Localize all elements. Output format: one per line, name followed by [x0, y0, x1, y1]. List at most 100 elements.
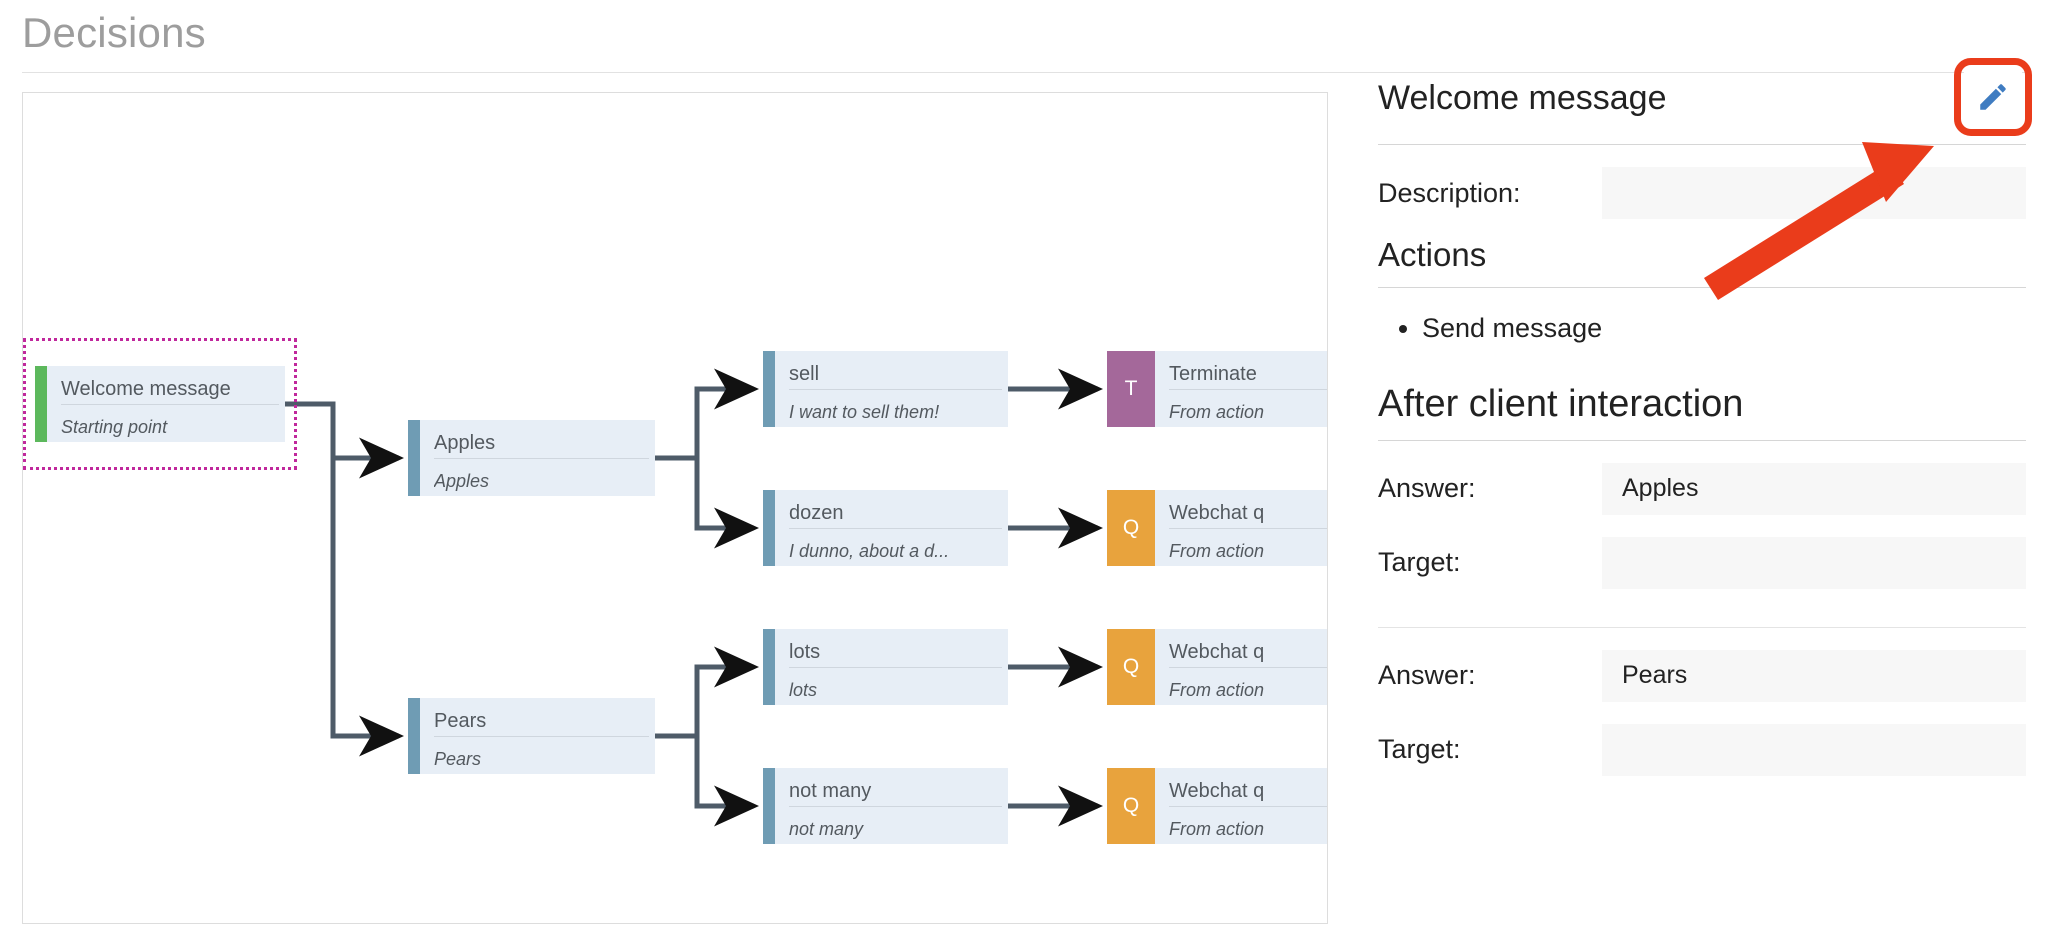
node-separator-pears [434, 736, 649, 737]
node-title-notmany: not many [789, 780, 872, 802]
connector-pears-to-lots [655, 646, 759, 739]
node-badge-webchat3: Q [1107, 768, 1155, 844]
target-label: Target: [1378, 734, 1461, 765]
pencil-icon [1980, 84, 2006, 110]
flow-node-notmany[interactable]: not many not many [763, 768, 1008, 844]
description-field[interactable] [1602, 167, 2026, 219]
header-divider [1378, 144, 2026, 145]
page-title: Decisions [22, 9, 206, 56]
target-field[interactable] [1602, 536, 2026, 589]
node-title-root: Welcome message [61, 378, 231, 400]
connector-apples-to-dozen [655, 455, 759, 549]
answer-row: Answer: Apples [1378, 462, 2026, 515]
node-body-dozen: dozen I dunno, about a d... [775, 490, 1008, 566]
actions-list: Send message [1378, 308, 2026, 349]
node-subtitle-sell: I want to sell them! [789, 402, 940, 422]
answer-row: Answer: Pears [1378, 649, 2026, 702]
node-subtitle-dozen: I dunno, about a d... [789, 541, 950, 561]
node-accent-bar-root [35, 366, 47, 442]
node-separator-notmany [789, 806, 1002, 807]
answer-label: Answer: [1378, 473, 1476, 504]
action-item: Send message [1422, 308, 2026, 349]
flow-node-dozen[interactable]: dozen I dunno, about a d... [763, 490, 1008, 566]
flow-node-webchat2[interactable]: Q Webchat q From action [1107, 629, 1327, 705]
detail-panel: Welcome message Description: Actions Sen… [1378, 58, 2032, 928]
node-title-pears: Pears [434, 710, 487, 732]
node-body-webchat2: Webchat q From action [1155, 629, 1327, 705]
after-client-interaction-divider [1378, 439, 2026, 441]
node-badge-webchat2: Q [1107, 629, 1155, 705]
node-subtitle-notmany: not many [789, 819, 864, 839]
node-title-webchat2: Webchat q [1169, 641, 1265, 663]
node-title-sell: sell [789, 363, 820, 385]
connector-pears-to-notmany [655, 733, 759, 827]
node-title-terminate: Terminate [1169, 363, 1257, 385]
node-accent-bar-notmany [763, 768, 775, 844]
node-title-dozen: dozen [789, 502, 844, 524]
edit-button[interactable] [1964, 68, 2022, 126]
node-body-sell: sell I want to sell them! [775, 351, 1008, 427]
node-subtitle-apples: Apples [434, 471, 490, 491]
node-subtitle-terminate: From action [1169, 402, 1265, 422]
node-subtitle-root: Starting point [61, 417, 168, 437]
description-row: Description: [1378, 167, 2026, 219]
node-body-notmany: not many not many [775, 768, 1008, 844]
node-separator-terminate [1169, 389, 1327, 390]
title-divider [22, 72, 2030, 73]
node-separator-root [61, 404, 279, 405]
node-title-apples: Apples [434, 432, 496, 454]
answer-field[interactable]: Pears [1602, 649, 2026, 702]
node-accent-bar-apples [408, 420, 420, 496]
node-subtitle-webchat2: From action [1169, 680, 1265, 700]
node-accent-bar-dozen [763, 490, 775, 566]
detail-header: Welcome message [1378, 58, 2032, 144]
after-client-interaction-heading: After client interaction [1378, 383, 1744, 426]
target-label: Target: [1378, 547, 1461, 578]
node-subtitle-webchat1: From action [1169, 541, 1265, 561]
target-field[interactable] [1602, 723, 2026, 776]
connector-layer [285, 368, 1103, 827]
node-accent-bar-pears [408, 698, 420, 774]
node-accent-bar-lots [763, 629, 775, 705]
node-separator-webchat2 [1169, 667, 1327, 668]
actions-heading: Actions [1378, 236, 1487, 273]
node-separator-sell [789, 389, 1002, 390]
node-subtitle-lots: lots [789, 680, 818, 700]
target-row: Target: [1378, 723, 2026, 776]
flow-node-sell[interactable]: sell I want to sell them! [763, 351, 1008, 427]
node-accent-bar-sell [763, 351, 775, 427]
connector-root-to-pears [285, 401, 404, 757]
description-label: Description: [1378, 177, 1521, 208]
node-separator-webchat1 [1169, 528, 1327, 529]
node-separator-webchat3 [1169, 806, 1327, 807]
node-badge-webchat1: Q [1107, 490, 1155, 566]
connector-apples-to-sell [655, 368, 759, 461]
answer-group-divider [1378, 626, 2026, 628]
answer-label: Answer: [1378, 660, 1476, 691]
answer-field[interactable]: Apples [1602, 462, 2026, 515]
node-separator-lots [789, 667, 1002, 668]
node-separator-apples [434, 458, 649, 459]
actions-divider [1378, 286, 2026, 288]
node-separator-dozen [789, 528, 1002, 529]
detail-title: Welcome message [1378, 79, 1667, 117]
